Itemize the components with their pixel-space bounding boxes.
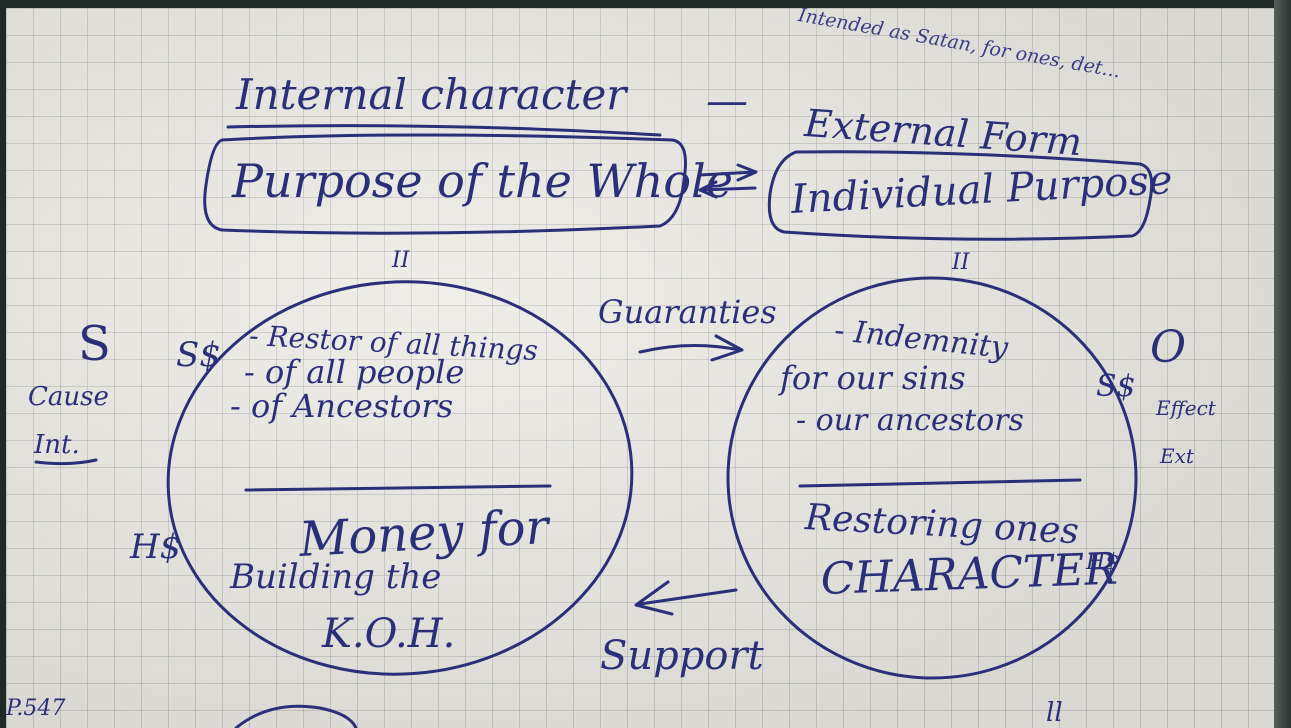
right-mark-bottom: H$	[1086, 550, 1120, 575]
effect-note: Effect	[1156, 396, 1216, 420]
int-underline	[34, 458, 98, 466]
left-circle-divider	[244, 484, 552, 492]
double-arrow-bottom	[698, 186, 757, 192]
our-ancestors-item: - our ancestors	[796, 403, 1024, 438]
support-label: Support	[600, 633, 764, 679]
cause-note: Cause	[28, 382, 109, 412]
support-arrow-head	[634, 580, 674, 616]
right-circle	[726, 276, 1138, 680]
left-equals-mark: II	[392, 248, 410, 273]
internal-character-title: Internal character	[236, 70, 627, 119]
right-circle-divider	[798, 478, 1082, 488]
money-for-line: Money for	[297, 498, 550, 568]
left-circle	[166, 280, 634, 676]
left-mark-top: S$	[176, 335, 221, 375]
subject-letter: S	[78, 316, 111, 372]
support-arrow	[638, 588, 738, 606]
bottom-fragment: ll	[1046, 698, 1063, 728]
right-mark-top: S$	[1096, 369, 1136, 404]
left-mark-bottom: H$	[130, 527, 182, 567]
double-arrow-top	[698, 170, 757, 177]
paper-lighting	[6, 8, 1274, 728]
title-dash: —	[706, 76, 748, 125]
page-reference: P.547	[6, 696, 66, 721]
guaranties-label: Guaranties	[598, 293, 777, 331]
bottom-partial-circle	[234, 704, 358, 728]
guaranties-arrow	[638, 343, 742, 354]
double-arrow-bottom-head	[698, 180, 718, 199]
grid-paper	[6, 8, 1274, 728]
double-arrow-top-head	[736, 163, 758, 182]
object-letter: O	[1150, 322, 1187, 373]
left-item-3: - of Ancestors	[230, 387, 454, 425]
character-line: CHARACTER	[819, 543, 1119, 605]
purpose-of-the-whole: Purpose of the Whole	[232, 154, 733, 208]
ext-note: Ext	[1160, 444, 1194, 468]
koh-line: K.O.H.	[322, 611, 456, 657]
left-title-underline	[226, 124, 662, 137]
int-note: Int.	[34, 430, 80, 460]
for-our-sins-item: for our sins	[780, 359, 966, 397]
right-equals-mark: II	[952, 250, 970, 275]
left-purpose-box	[203, 133, 687, 235]
right-purpose-box	[767, 150, 1154, 241]
left-item-2: - of all people	[244, 353, 465, 391]
building-the-line: Building the	[230, 557, 442, 597]
notebook-binding	[1274, 0, 1291, 728]
guaranties-arrow-head	[710, 334, 744, 362]
